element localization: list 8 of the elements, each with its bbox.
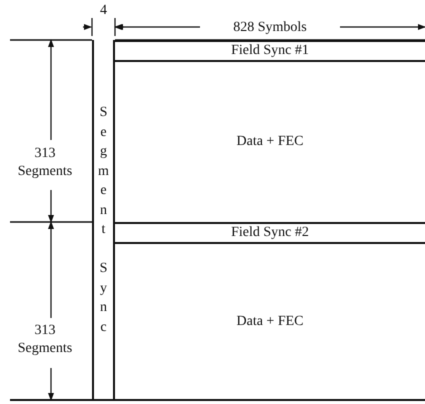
band-label: Field Sync #2 <box>231 225 309 241</box>
vertical-label: Segment Sync <box>98 104 109 336</box>
field-sync-band <box>115 40 425 62</box>
band-label: Data + FEC <box>236 314 304 330</box>
field-sync-band <box>115 222 425 244</box>
band-label: Data + FEC <box>236 134 304 150</box>
sync-column <box>92 40 115 400</box>
band-label: Field Sync #1 <box>231 43 309 59</box>
